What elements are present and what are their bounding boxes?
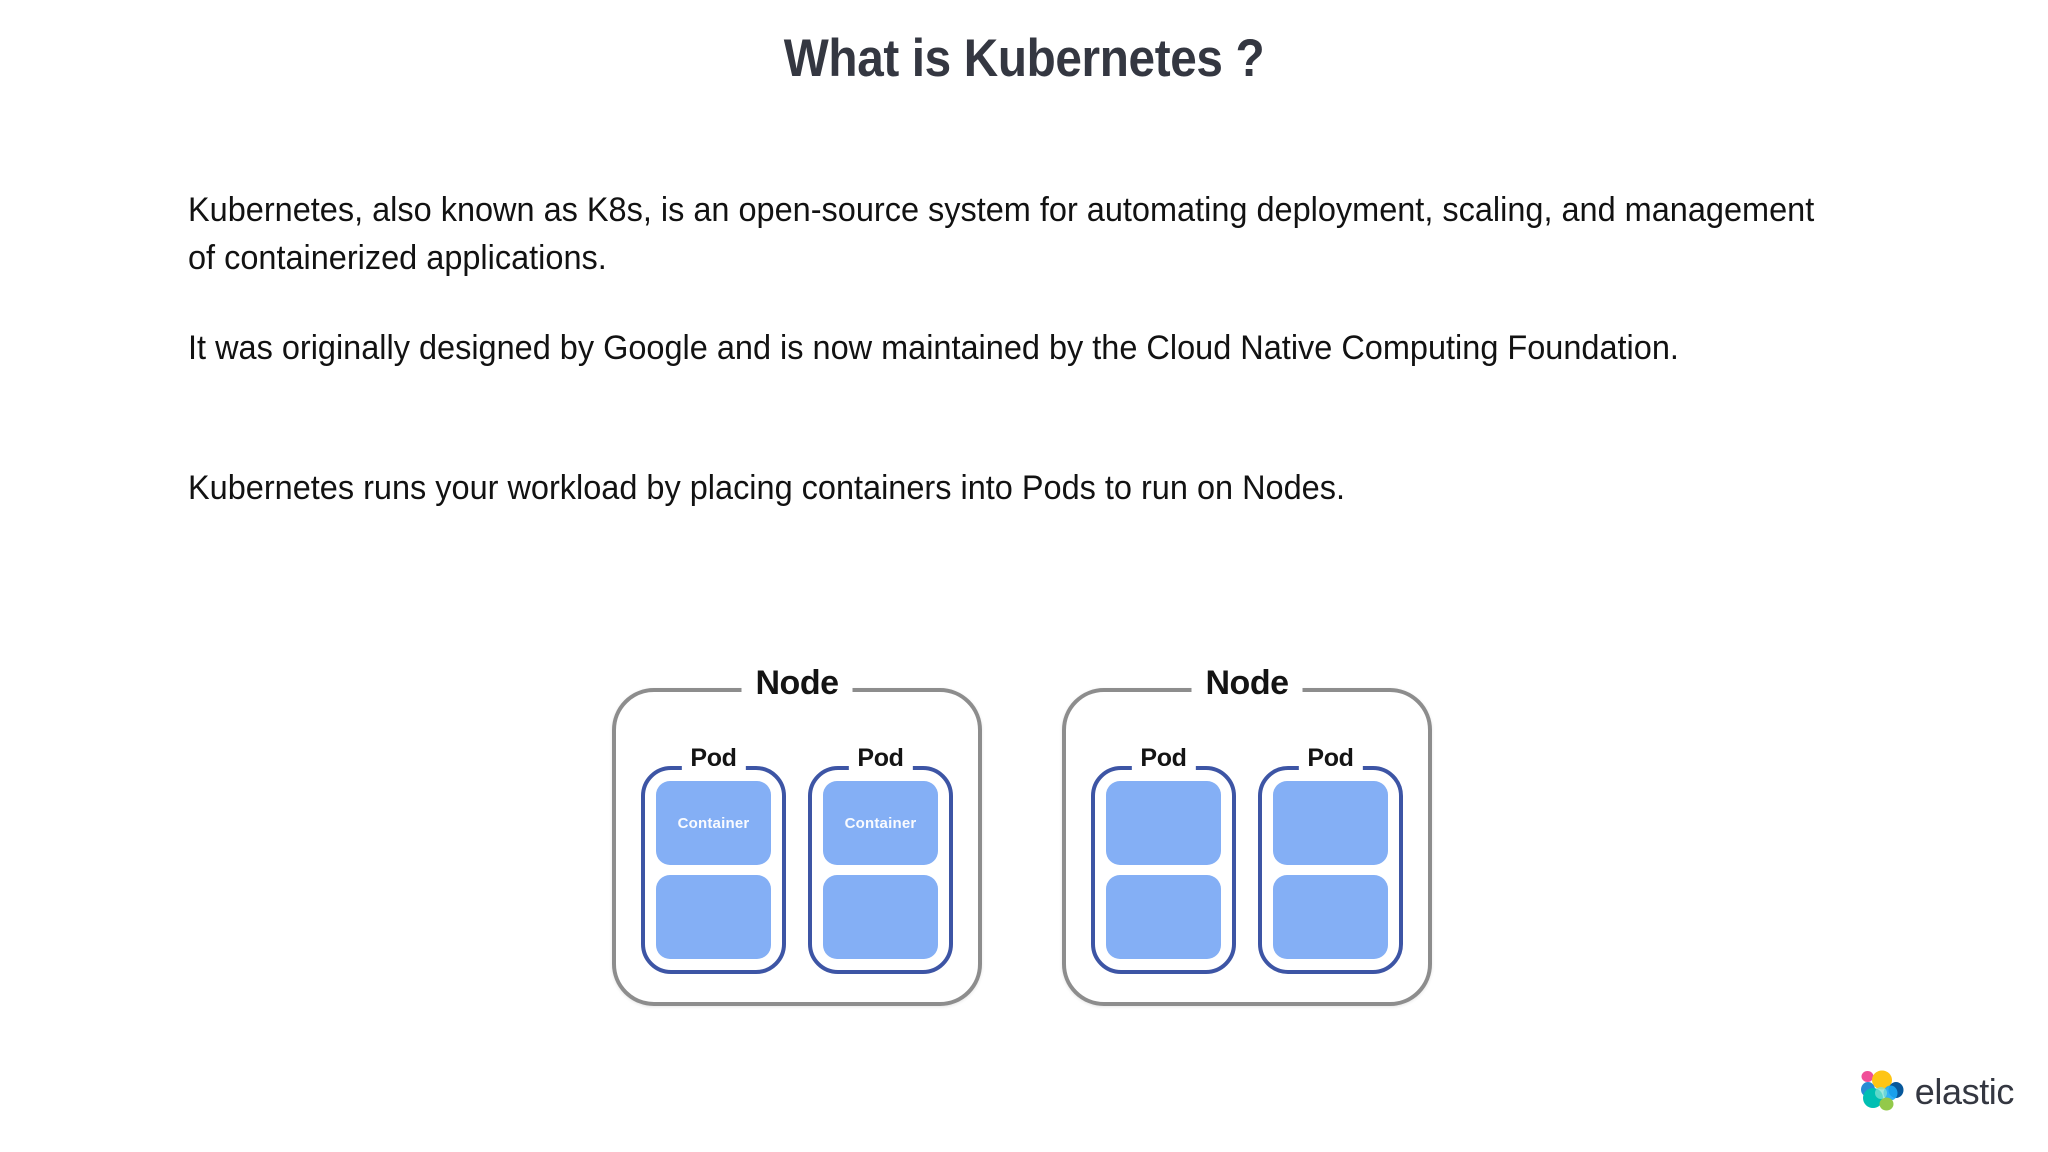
pod-group: Pod Container (808, 746, 953, 974)
container-label: Container (677, 814, 750, 832)
page-title: What is Kubernetes ? (783, 29, 1265, 88)
container-box (656, 875, 771, 959)
paragraph-3: Kubernetes runs your workload by placing… (188, 469, 1345, 507)
kubernetes-node-diagram: Node Pod Container Pod Container (612, 666, 1432, 1018)
container-label: Container (844, 814, 917, 832)
pod-label: Pod (681, 746, 746, 771)
pod-label: Pod (1131, 746, 1196, 771)
node-group: Node Pod Pod (1062, 666, 1432, 1006)
body-copy: Kubernetes, also known as K8s, is an ope… (188, 186, 1928, 512)
elastic-wordmark: elastic (1914, 1071, 2015, 1112)
node-group: Node Pod Container Pod Container (612, 666, 982, 1006)
elastic-mark-icon (1860, 1070, 1904, 1111)
container-box (823, 875, 938, 959)
container-box: Container (656, 781, 771, 865)
pod-group: Pod (1091, 746, 1236, 974)
elastic-logo: elastic (1860, 1070, 2014, 1114)
pod-label: Pod (848, 746, 913, 771)
pod-group: Pod Container (641, 746, 786, 974)
paragraph-1: Kubernetes, also known as K8s, is an ope… (188, 191, 1815, 277)
container-box (1106, 781, 1221, 865)
container-box (1273, 781, 1388, 865)
container-box (1106, 875, 1221, 959)
paragraph-2: It was originally designed by Google and… (188, 329, 1679, 367)
container-box (1273, 875, 1388, 959)
pod-group: Pod (1258, 746, 1403, 974)
node-label: Node (1191, 666, 1303, 700)
node-label: Node (741, 666, 853, 700)
pod-label: Pod (1298, 746, 1363, 771)
container-box: Container (823, 781, 938, 865)
